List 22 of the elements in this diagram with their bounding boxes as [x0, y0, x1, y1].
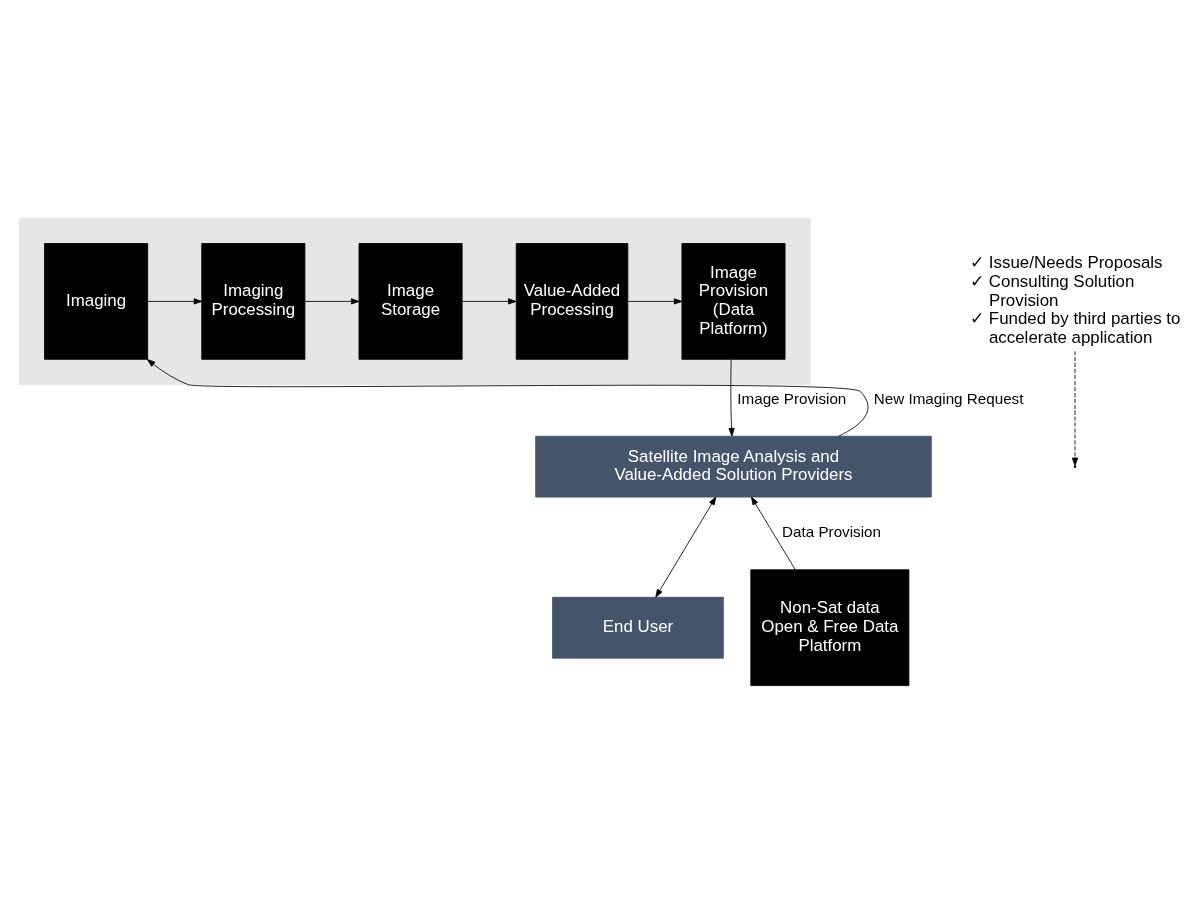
edge-label: Data Provision	[782, 523, 881, 541]
edge-label: New Imaging Request	[873, 389, 1024, 407]
node-box: End User	[552, 596, 724, 659]
cluster	[18, 217, 811, 386]
node-box: Image Provision (Data Platform)	[681, 243, 786, 360]
node-box: Imaging	[44, 243, 149, 360]
node-box: Imaging Processing	[201, 243, 306, 360]
arrow	[728, 359, 735, 437]
arrow	[304, 298, 360, 305]
arrow	[655, 496, 717, 598]
node-box: Image Storage	[358, 243, 463, 360]
arrow	[461, 298, 517, 305]
arrow	[146, 359, 869, 437]
arrow	[750, 496, 796, 571]
node-text: ✓ Issue/Needs Proposals ✓ Consulting Solution Provision ✓ Funded by third parties to accelerate application	[970, 253, 1181, 347]
edge-label: Image Provision	[737, 389, 847, 407]
arrow	[627, 298, 683, 305]
node-box: Satellite Image Analysis and Value-Added Solution Providers	[535, 435, 932, 498]
node-box: Value-Added Processing	[515, 243, 629, 360]
arrow	[1071, 350, 1079, 467]
arrow	[147, 298, 203, 305]
node-box: Non-Sat data Open & Free Data Platform	[750, 569, 910, 687]
